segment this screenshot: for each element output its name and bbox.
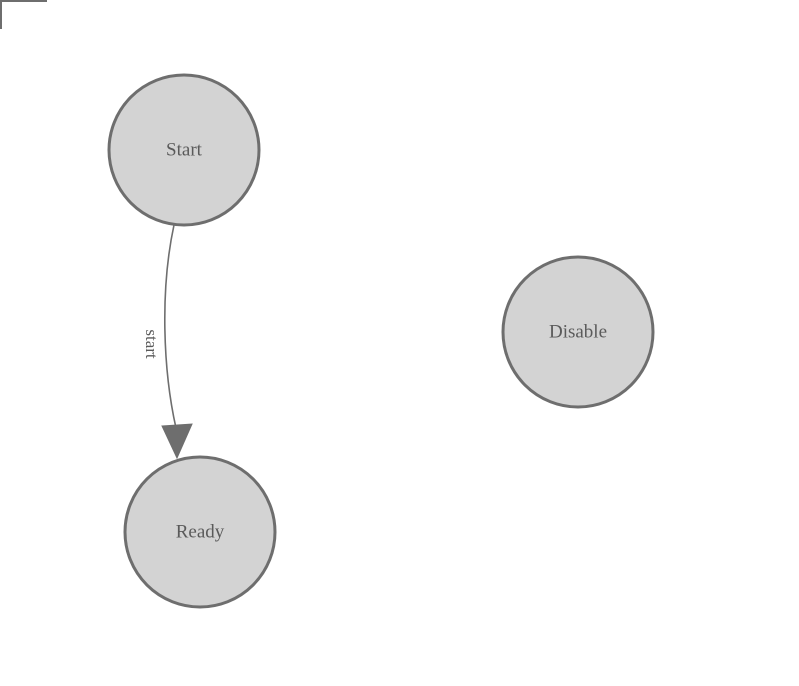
node-ready-circle [123, 455, 277, 609]
edge-start-to-ready[interactable]: start [142, 224, 193, 460]
node-ready[interactable]: Ready [123, 455, 277, 609]
node-disable-circle [501, 255, 655, 409]
node-disable-label: Disable [549, 321, 607, 342]
node-disable[interactable]: Disable [501, 255, 655, 409]
node-start[interactable]: Start [107, 73, 261, 227]
edge-label-start: start [142, 329, 161, 359]
node-start-circle [107, 73, 261, 227]
node-start-label: Start [166, 139, 203, 160]
edge-arrowhead-icon [161, 423, 193, 460]
node-ready-label: Ready [176, 521, 225, 542]
top-left-corner-bracket-icon [0, 0, 47, 29]
edge-line [163, 224, 177, 429]
